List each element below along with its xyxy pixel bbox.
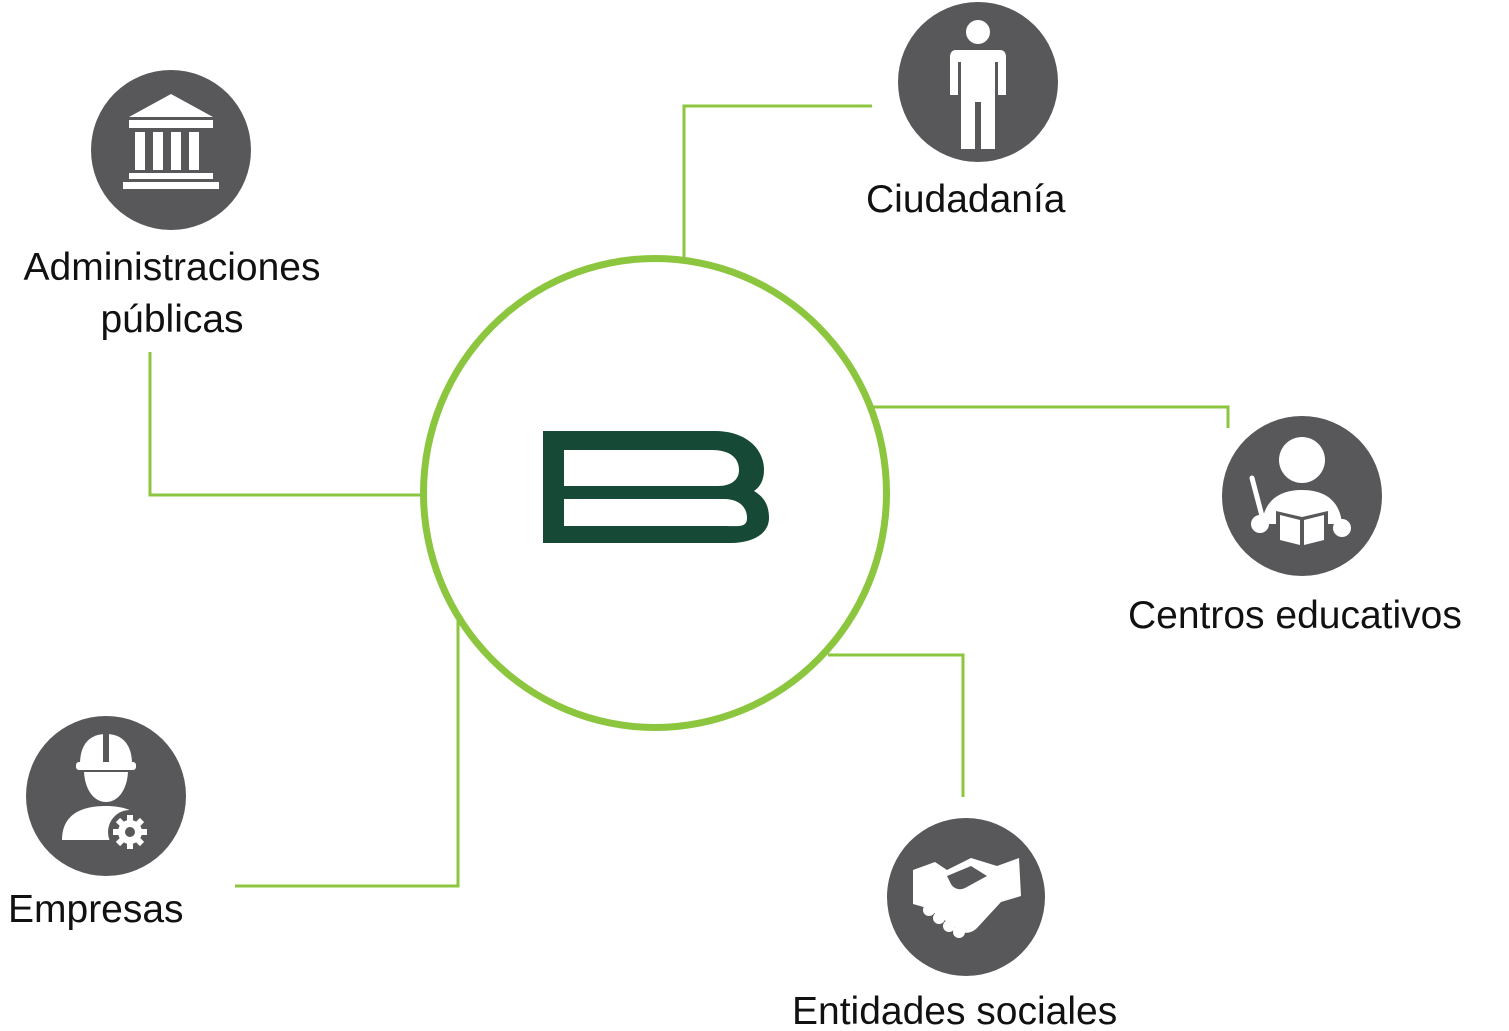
teacher-reading-icon xyxy=(1222,416,1382,576)
label-empresas: Empresas xyxy=(8,888,184,931)
connector-ciudadania xyxy=(682,104,872,258)
letter-b-logo xyxy=(543,431,769,543)
label-administraciones-line1: Administraciones xyxy=(23,246,321,289)
connector-entidades xyxy=(828,653,965,797)
connector-centros xyxy=(872,405,1230,428)
label-ciudadania: Ciudadanía xyxy=(866,178,1066,221)
handshake-icon xyxy=(887,818,1045,976)
connector-administraciones xyxy=(148,352,421,497)
label-administraciones: Administraciones públicas xyxy=(4,242,340,346)
worker-gear-icon xyxy=(26,716,186,876)
person-icon xyxy=(898,2,1058,162)
label-entidades: Entidades sociales xyxy=(792,990,1118,1031)
government-building-icon xyxy=(91,70,251,230)
label-centros: Centros educativos xyxy=(1128,594,1462,637)
label-administraciones-line2: públicas xyxy=(100,298,244,341)
connector-empresas xyxy=(235,615,460,888)
